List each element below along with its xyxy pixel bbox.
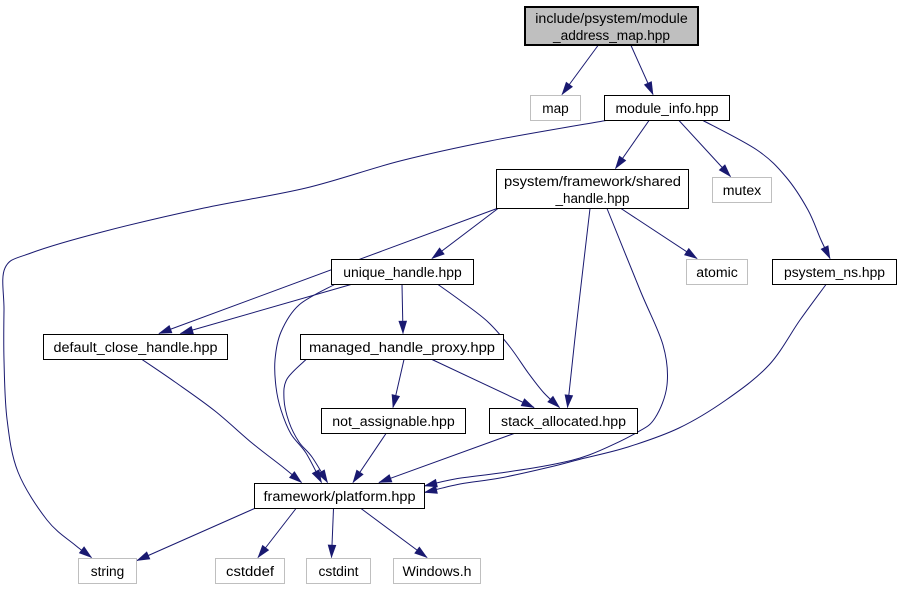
svg-text:default_close_handle.hpp: default_close_handle.hpp xyxy=(54,340,218,355)
svg-text:not_assignable.hpp: not_assignable.hpp xyxy=(332,414,455,429)
svg-text:stack_allocated.hpp: stack_allocated.hpp xyxy=(501,414,626,429)
svg-text:cstddef: cstddef xyxy=(226,564,274,579)
svg-text:string: string xyxy=(91,564,125,579)
svg-text:psystem/framework/shared: psystem/framework/shared xyxy=(504,174,681,189)
svg-text:framework/platform.hpp: framework/platform.hpp xyxy=(264,489,416,504)
svg-text:unique_handle.hpp: unique_handle.hpp xyxy=(343,265,462,280)
svg-text:cstdint: cstdint xyxy=(319,564,359,579)
svg-text:Windows.h: Windows.h xyxy=(403,564,472,579)
svg-text:atomic: atomic xyxy=(696,265,738,280)
svg-text:_handle.hpp: _handle.hpp xyxy=(554,191,629,206)
svg-text:include/psystem/module: include/psystem/module xyxy=(535,11,688,26)
svg-text:_address_map.hpp: _address_map.hpp xyxy=(552,28,670,43)
svg-text:psystem_ns.hpp: psystem_ns.hpp xyxy=(784,265,885,280)
svg-text:managed_handle_proxy.hpp: managed_handle_proxy.hpp xyxy=(309,340,495,355)
svg-text:map: map xyxy=(542,101,569,116)
svg-text:mutex: mutex xyxy=(723,183,762,198)
svg-text:module_info.hpp: module_info.hpp xyxy=(616,101,719,116)
